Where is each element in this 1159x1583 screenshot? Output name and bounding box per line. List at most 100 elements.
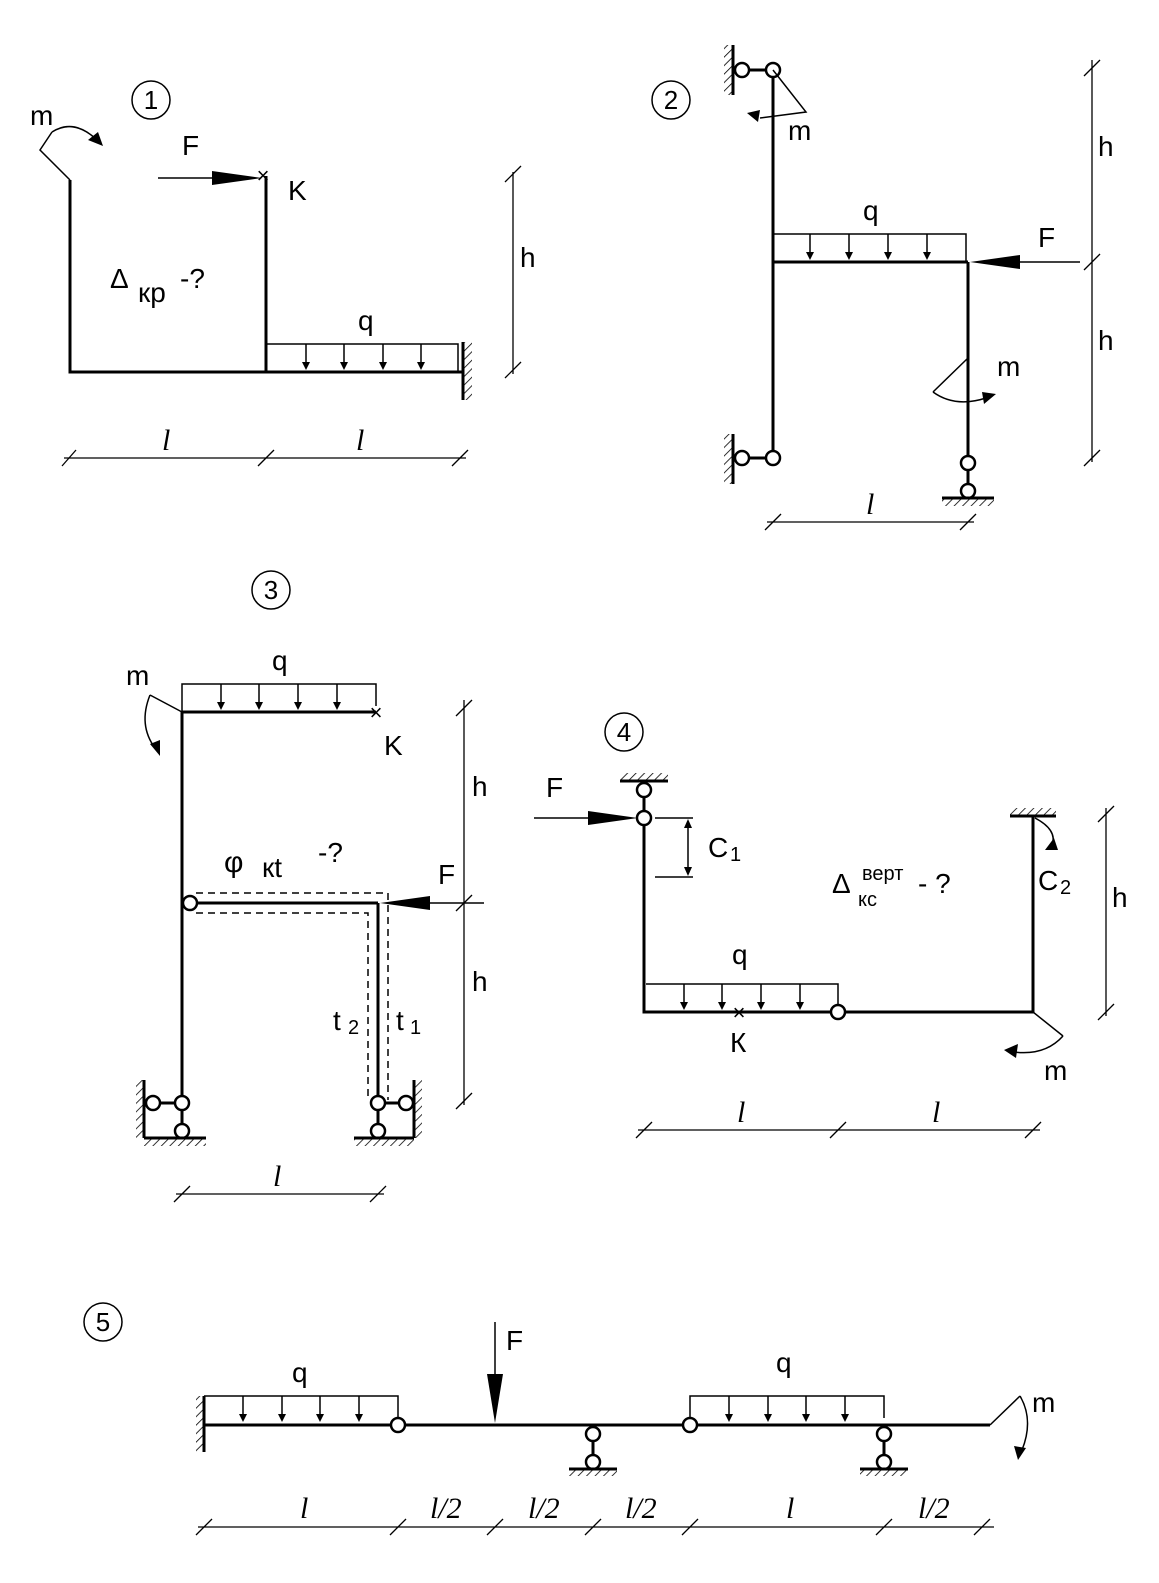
scheme-5-support-1 [569,1425,617,1476]
scheme-4-point-cross: × [733,1000,746,1025]
scheme-3-t2-label: t [333,1005,341,1036]
scheme-1-query-subscript: кр [138,277,166,308]
scheme-1-dim-h [504,165,522,379]
scheme-5-hinge-1 [389,1416,407,1434]
scheme-5-fixed-support [196,1396,206,1452]
scheme-2-bottom-left-rod-support [724,434,782,484]
scheme-2-number: 2 [664,85,678,115]
scheme-3-moment-arrow [144,694,156,749]
scheme-5-end-kink [989,1395,1021,1426]
scheme-3-moment-label: m [126,660,149,691]
scheme-3-number-circle [251,570,291,610]
scheme-5-support-2 [860,1425,908,1476]
scheme-2-top-moment-kink [759,69,808,119]
scheme-5-span-4: l/2 [625,1492,657,1525]
scheme-5: 5 [83,1302,1055,1536]
scheme-3-dim-l-label: l [273,1160,281,1193]
scheme-4-dim-h [1097,805,1115,1021]
scheme-1-query-symbol: Δ [110,263,129,294]
scheme-5-hinge-2 [681,1416,699,1434]
scheme-3-force-label: F [438,859,455,890]
scheme-3-t1-sub: 1 [410,1017,421,1039]
scheme-5-force-label: F [506,1325,523,1356]
scheme-4-settlement-C1 [655,817,693,878]
scheme-3-force-F-arrowhead [380,896,430,910]
scheme-2-dim-l-label: l [866,488,874,521]
scheme-1-kink [39,131,71,181]
scheme-4-number-circle [604,712,644,752]
scheme-5-span-3: l/2 [528,1492,560,1525]
scheme-2-dim-l [764,513,977,531]
scheme-5-number-circle [83,1302,123,1342]
scheme-1-dim-l1-label: l [162,424,170,457]
scheme-4-force-F-arrowhead [588,811,638,825]
scheme-1-point-K: K [288,175,307,206]
scheme-3: 3 q m × K F φ кt -? [126,570,488,1203]
scheme-5-span-2: l/2 [430,1492,462,1525]
scheme-4-moment-label: m [1044,1055,1067,1086]
scheme-4-dim-h-label: h [1112,882,1128,913]
scheme-3-point-K: K [384,730,403,761]
scheme-5-load-left-label: q [292,1357,308,1388]
scheme-4-hinge [829,1003,847,1021]
scheme-5-span-5: l [786,1492,794,1525]
scheme-1-number: 1 [144,85,158,115]
scheme-5-number: 5 [96,1307,110,1337]
scheme-2-top-rod-support [724,45,782,95]
scheme-2-dim-h [1083,59,1101,467]
scheme-1-distributed-load [266,343,459,372]
scheme-5-span-1: l [300,1492,308,1525]
scheme-4-dim-l2-label: l [932,1096,940,1129]
scheme-5-load-right-label: q [776,1347,792,1378]
scheme-3-right-support [354,1080,422,1146]
scheme-3-query-symbol: φ [224,846,243,879]
scheme-1-dim-l [61,449,469,467]
scheme-3-query-subscript: кt [262,852,282,883]
scheme-2-lower-moment-kink [932,357,969,393]
scheme-3-number: 3 [264,575,278,605]
scheme-4-query-superscript: верт [862,863,903,885]
scheme-3-distributed-load [181,683,377,712]
scheme-5-span-6: l/2 [918,1492,950,1525]
scheme-3-dim-h-bottom-label: h [472,966,488,997]
scheme-5-distributed-load-right [689,1395,885,1422]
scheme-4-query-symbol: Δ [832,868,851,899]
scheme-1-point-cross: × [257,163,270,188]
scheme-1-moment-arrow [51,125,98,141]
scheme-4-C1-label: C [708,832,728,863]
scheme-1-force-label: F [182,130,199,161]
scheme-2-number-circle [651,80,691,120]
scheme-3-temp-outline-inner [196,912,369,1100]
scheme-2-dim-h-bottom-label: h [1098,325,1114,356]
scheme-4-rotation-C2 [1034,817,1054,847]
scheme-4-force-label: F [546,772,563,803]
scheme-4-dim-l [635,1121,1042,1139]
scheme-4-distributed-load [646,983,839,1010]
scheme-3-dim-l [173,1185,387,1203]
scheme-2: 2 m [651,45,1114,531]
scheme-2-dim-h-top-label: h [1098,131,1114,162]
scheme-2-force-F-arrowhead [970,255,1020,269]
scheme-5-force-F-arrowhead [487,1374,503,1423]
scheme-5-dim-spans [195,1518,994,1536]
scheme-3-temp-outline-outer [196,892,389,1100]
scheme-4-moment-arrow [1013,1035,1064,1054]
scheme-3-point-cross: × [370,700,383,725]
scheme-1: 1 m F × K Δ кр -? q [30,80,536,467]
scheme-1-fixed-support [461,342,472,400]
scheme-5-distributed-load-left [204,1395,399,1422]
scheme-4-left-rod-support [620,773,668,827]
scheme-3-moment-kink [149,694,183,713]
scheme-3-dim-h [455,699,473,1110]
scheme-1-dim-l2-label: l [356,424,364,457]
scheme-4-point-K: К [730,1027,747,1058]
scheme-4-C1-sub: 1 [730,844,741,866]
scheme-4: 4 F C 1 C [534,712,1128,1139]
scheme-2-top-moment-label: m [788,115,811,146]
scheme-4-moment-kink [1032,1011,1064,1037]
scheme-2-force-label: F [1038,222,1055,253]
scheme-5-moment-arrow [1019,1395,1029,1451]
scheme-1-frame [68,180,463,374]
scheme-1-query-suffix: -? [180,263,205,294]
